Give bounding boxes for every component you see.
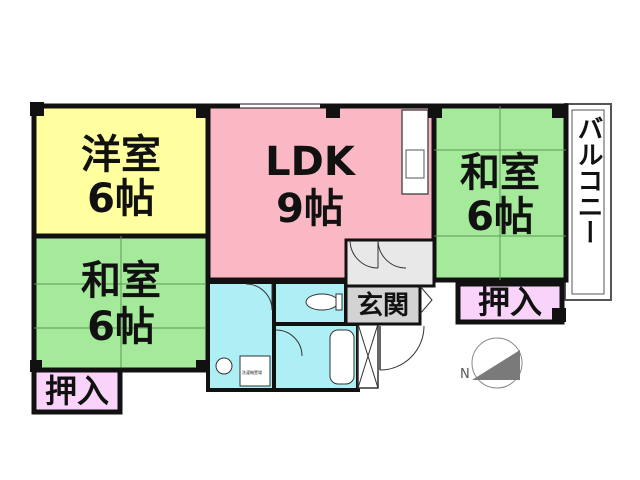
japanese-room-right: 和室 6帖 xyxy=(431,103,569,283)
balcony-label: バルコニー xyxy=(573,115,603,245)
sink xyxy=(405,149,425,179)
closet-left-label: 押入 xyxy=(45,372,109,410)
japanese-room-left-name: 和室 xyxy=(81,258,161,304)
closet-right-floor xyxy=(455,281,565,325)
toilet-icon xyxy=(305,293,339,311)
washing-machine-spot xyxy=(239,355,271,387)
entrance-floor xyxy=(344,284,422,326)
closet-right: 押入 xyxy=(455,281,565,325)
hall-floor xyxy=(344,238,436,288)
closet-right-label: 押入 xyxy=(478,283,542,321)
japanese-room-left: 和室 6帖 xyxy=(31,233,211,373)
compass-north-label: N xyxy=(460,367,470,382)
compass-needle-icon xyxy=(472,350,520,380)
compass: N xyxy=(460,337,523,389)
ldk-room: LDK 9帖 xyxy=(205,103,437,283)
japanese-room-left-size: 6帖 xyxy=(87,304,155,350)
wet-area: 洗濯機置場 xyxy=(206,280,360,392)
japanese-room-right-size: 6帖 xyxy=(466,194,534,240)
western-room: 洋室 6帖 xyxy=(31,103,211,239)
ldk-name: LDK xyxy=(265,139,357,185)
wash-basin-icon xyxy=(215,357,233,375)
washing-machine-label: 洗濯機置場 xyxy=(242,369,262,375)
entrance: 玄関 xyxy=(344,284,433,371)
hall xyxy=(344,238,436,389)
closet-left-floor xyxy=(31,367,123,415)
entrance-label: 玄関 xyxy=(357,290,409,321)
western-room-size: 6帖 xyxy=(87,176,155,222)
ldk-size: 9帖 xyxy=(276,186,344,232)
balcony: バルコニー xyxy=(564,103,612,301)
pillars xyxy=(30,102,566,372)
western-room-name: 洋室 xyxy=(81,132,161,178)
bathtub-icon xyxy=(329,329,355,385)
japanese-room-right-name: 和室 xyxy=(460,150,540,196)
closet-left: 押入 xyxy=(31,367,123,415)
